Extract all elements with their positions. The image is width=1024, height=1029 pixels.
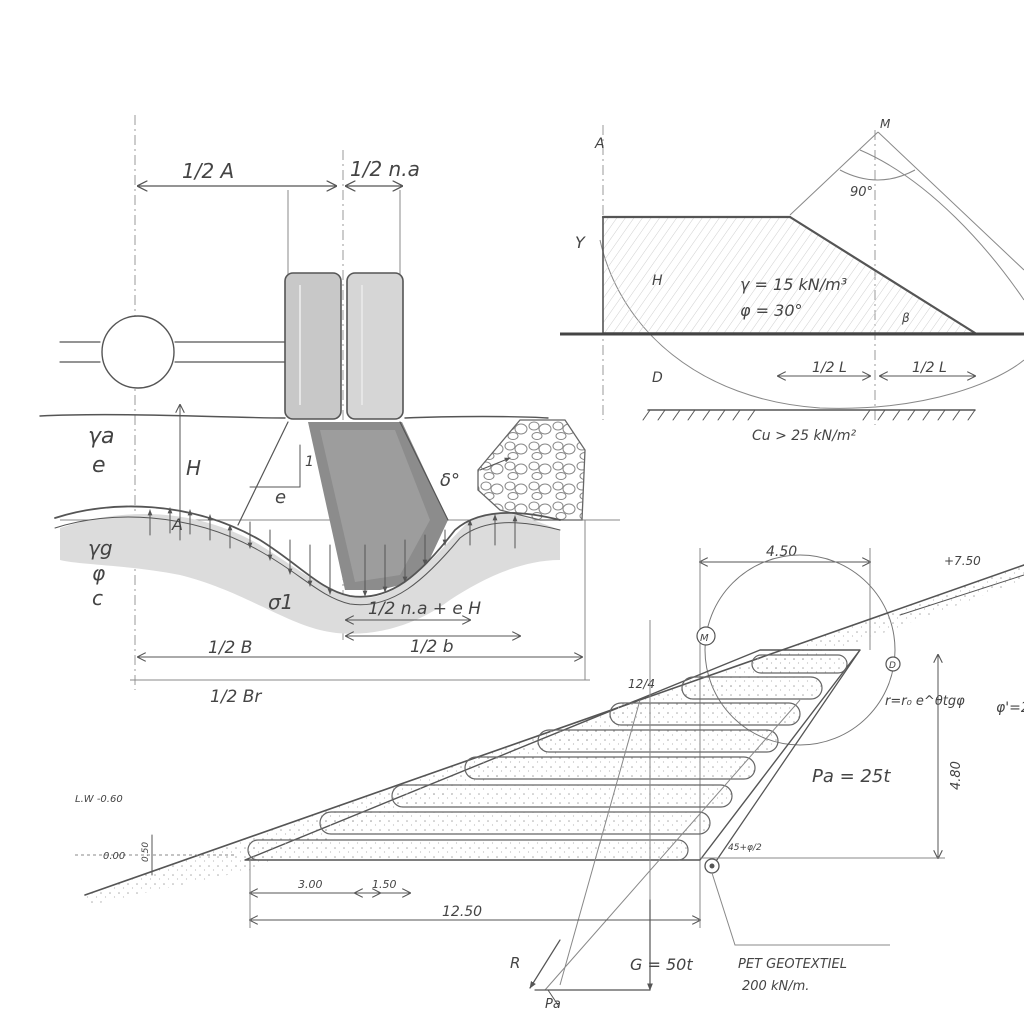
spiral-formula: r=r₀ e^θtgφ [885,694,965,709]
angle-90: 90° [850,185,873,200]
dim-half-br-label: 1/2 Br [210,687,262,707]
dim-half-a-label: 1/2 A [182,159,234,183]
r-vector [529,939,561,989]
geotube-left [284,272,342,420]
dim-150-label: 1.50 [372,878,397,891]
label-h-right: H [652,273,663,289]
embankment-slope [788,215,977,335]
firm-layer-hatch [642,409,976,421]
radius-line [789,131,879,216]
wedge-line [709,649,861,871]
geotube-layer [751,654,848,674]
label-beta: β [901,311,910,325]
lw-level: L.W -0.60 [75,794,123,805]
label-a-right: A [594,136,605,152]
tube-plan-lines [59,341,287,363]
geotube-layer [247,839,689,861]
dim-half-l1-label: 1/2 L [812,360,847,376]
geotube-layer [681,676,823,700]
fill-body-shade [320,430,430,582]
dim-half-na-label: 1/2 n.a [350,157,420,181]
geotube-layer [319,811,711,835]
geotextile-label-1: PET GEOTEXTIEL [738,957,847,972]
delta0-arrow [479,457,511,471]
tube-section-circle [101,315,175,389]
radius-line [877,131,1024,271]
label-h: H [186,456,201,480]
phi-prime: φ'=2 [996,700,1024,716]
geotube-right [346,272,404,420]
slope-ratio: 12/4 [628,677,655,691]
label-y: Y [575,233,586,252]
label-gamma-g: γg [88,536,113,560]
load-spread-line [237,421,289,526]
log-spiral [704,554,896,746]
angle-arc [839,169,916,181]
label-m-right: M [880,117,891,131]
label-a: A [171,515,183,534]
anchor-point-center [709,863,715,869]
dim-050-label: 0.50 [141,842,151,862]
force-line [559,699,641,986]
load-spread-line [399,421,449,521]
label-d-bottom: D [889,661,896,671]
label-r: R [510,954,520,972]
soft-soil-band [60,512,560,634]
point-d-marker [885,656,901,672]
label-gamma-a: γa [88,424,115,449]
right-sketch: A M 90° Y H γ = 15 kN/m³ φ = 30° β D 1/2… [560,117,1024,444]
level-750: +7.50 [944,554,981,568]
label-pa: Pa [545,997,561,1012]
dim-1250-label: 12.50 [442,904,482,920]
level-000: 0.00 [103,851,125,862]
label-phi: φ [92,561,105,585]
pressure-arrows [147,507,518,597]
phi-value: φ = 30° [740,301,803,320]
pa-leader [547,989,559,1006]
geotube-layer [391,784,733,808]
cu-value: Cu > 25 kN/m² [752,428,856,444]
point-m-marker [696,626,716,646]
label-e-left: e [92,453,106,478]
angle-45: 45+φ/2 [728,843,762,853]
label-c: c [92,586,103,610]
dim-450-label: 4.50 [766,544,797,560]
gamma-value: γ = 15 kN/m³ [740,275,847,294]
geotube-layers [247,654,848,861]
geotextile-leader [711,872,890,946]
label-e-mid: e [275,487,286,508]
geotextile-label-2: 200 kN/m. [742,979,809,994]
geotube-layer [464,756,756,780]
label-d: D [652,370,663,386]
force-line [544,699,801,991]
label-m-bottom: M [700,633,709,644]
weight-value: G = 50t [630,955,693,974]
geotube-layer [609,702,801,726]
dim-half-b-label: 1/2 B [208,638,252,658]
label-sigma1: σ1 [268,590,293,614]
dim-half-l2-label: 1/2 L [912,360,947,376]
ground-surface [39,413,549,419]
label-one: 1 [305,454,314,470]
rock-toe [477,419,586,521]
left-sketch: 1/2 A 1/2 n.a [39,115,620,707]
dim-300-label: 3.00 [298,878,323,891]
geotube-layer [537,729,779,753]
dim-480-label: 4.80 [949,761,964,790]
settlement-curve [54,505,561,598]
slip-circle-upper [859,149,1024,301]
dim-half-na-eh-label: 1/2 n.a + e H [368,599,481,619]
label-delta0: δ° [440,470,460,491]
slope-line-upper [899,574,1024,616]
settlement-curve-inner [54,516,561,606]
dim-half-b-small-label: 1/2 b [410,637,454,657]
pa-value: Pa = 25t [812,766,891,787]
bottom-sketch: 4.50 +7.50 M D r=r₀ e^θtgφ φ'=2 12/4 [75,544,1024,1012]
